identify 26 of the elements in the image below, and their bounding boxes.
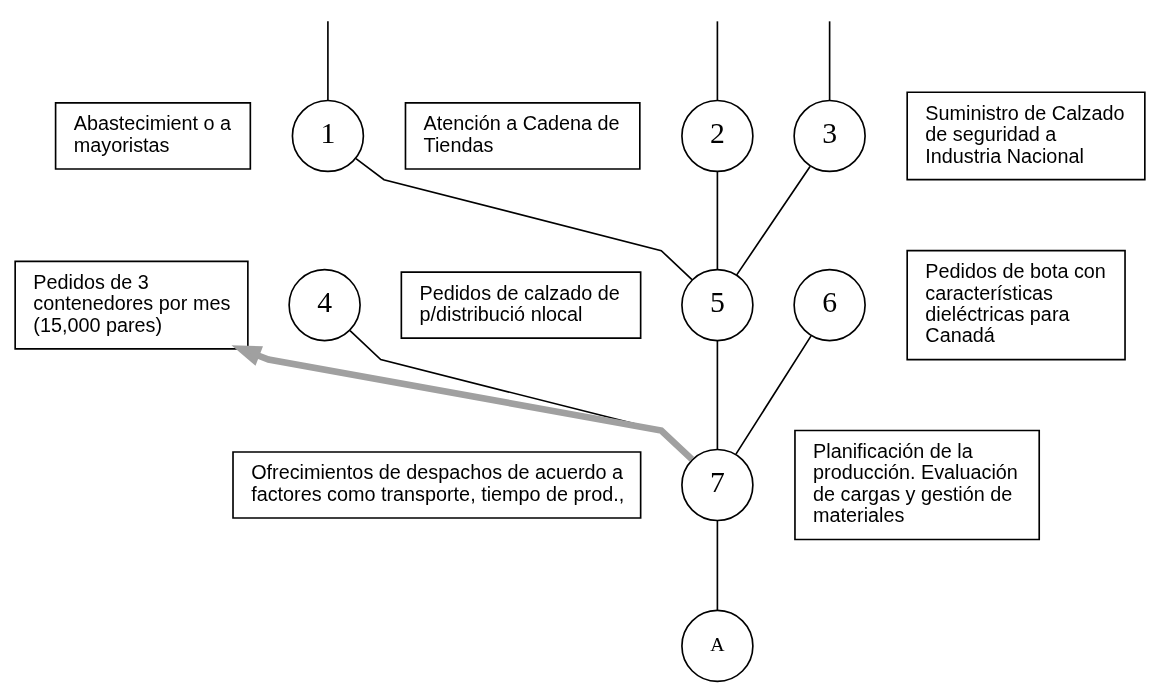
connector [735, 334, 812, 455]
node-box: Pedidos de 3 contenedores por mes (15,000 pares) [14, 260, 249, 350]
connector [355, 157, 693, 280]
node-box: Abastecimient o a mayoristas [54, 101, 252, 170]
node-box: Atención a Cadena de Tiendas [404, 101, 641, 170]
node-circle: 3 [793, 99, 866, 172]
node-circle: A [681, 609, 754, 682]
node-circle: 5 [681, 268, 754, 341]
connector [327, 20, 329, 101]
node-circle: 7 [681, 448, 754, 521]
connector [716, 20, 719, 101]
connector [735, 165, 811, 276]
node-circle: 6 [793, 268, 866, 341]
node-box: Suministro de Calzado de seguridad a Industria Nacional [906, 90, 1146, 180]
node-box: Ofrecimientos de despachos de acuerdo a factores como transporte, tiempo de prod., [232, 450, 642, 519]
connector [716, 170, 719, 270]
node-box: Pedidos de calzado de p/distribució nlocal [400, 270, 642, 339]
connector [828, 20, 831, 101]
node-box: Planificación de la producción. Evaluación de cargas y gestión de materiales [794, 429, 1041, 540]
node-circle: 4 [288, 268, 361, 341]
node-circle: 2 [681, 99, 754, 172]
arrow [231, 344, 695, 462]
node-box: Pedidos de bota con características dieléctricas para Canadá [906, 249, 1126, 360]
connector [716, 519, 719, 611]
node-circle: 1 [291, 99, 365, 172]
connector [716, 339, 719, 450]
